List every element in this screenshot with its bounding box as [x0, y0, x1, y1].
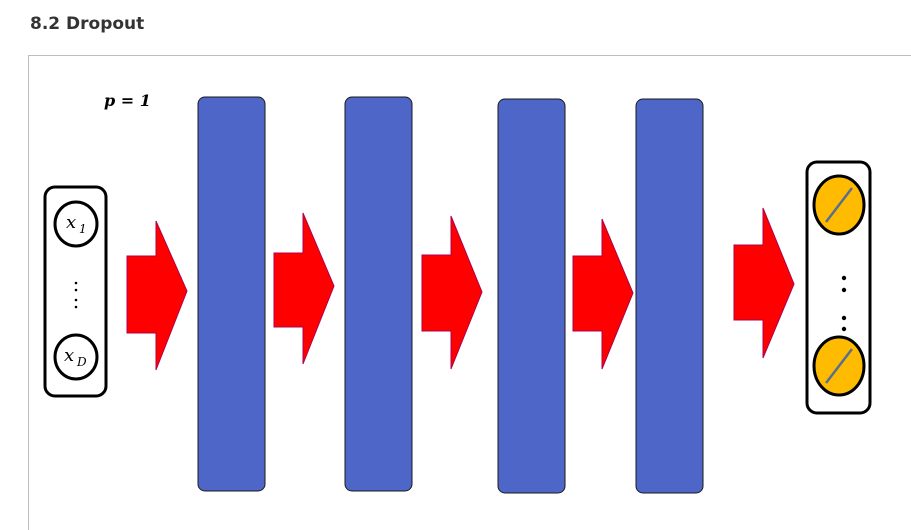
input-ellipsis [74, 281, 78, 309]
output-ellipsis [841, 275, 847, 332]
probability-label-text: p = 1 [104, 91, 151, 110]
arrow-3 [421, 215, 483, 370]
input-node-symbol: x [64, 345, 74, 366]
figure-frame [28, 55, 911, 530]
activation-slash-icon [825, 187, 853, 223]
input-node-xd: x D [53, 333, 99, 381]
activation-slash-icon [825, 348, 853, 384]
hidden-layer-1 [197, 96, 266, 492]
arrow-2 [273, 212, 335, 365]
arrow-4 [572, 218, 634, 370]
input-node-circle [53, 200, 99, 248]
hidden-layer-4 [635, 98, 704, 494]
output-node-2 [812, 335, 866, 397]
input-node-x1: x 1 [53, 200, 99, 248]
arrow-1 [126, 220, 188, 371]
output-node-1 [812, 174, 866, 236]
hidden-layer-2 [344, 96, 413, 492]
input-node-symbol: x [66, 212, 76, 233]
input-node-subscript: 1 [79, 222, 87, 236]
arrow-5 [733, 207, 795, 359]
hidden-layer-3 [497, 98, 566, 494]
probability-label: p = 1 [104, 91, 151, 110]
section-heading: 8.2 Dropout [30, 14, 145, 34]
input-node-circle [53, 333, 99, 381]
input-node-subscript: D [76, 355, 87, 369]
